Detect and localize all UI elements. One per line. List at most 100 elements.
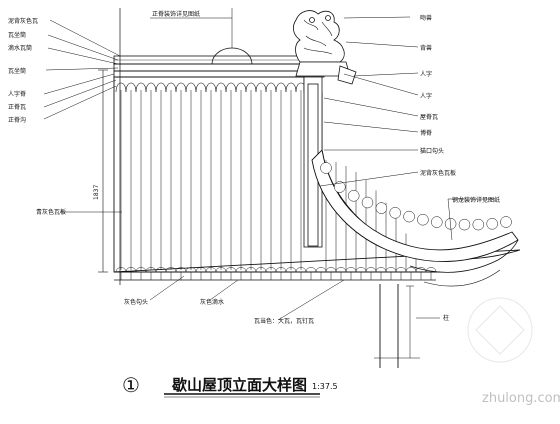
- title-block: ① 歇山屋顶立面大样图 1:37.5: [122, 373, 338, 397]
- eave-cap: [305, 267, 317, 273]
- tile-cap: [245, 82, 257, 93]
- scallop-tile: [500, 216, 512, 228]
- scallop-tile: [403, 210, 415, 223]
- tile-cap: [185, 82, 197, 93]
- scallop-tile: [347, 190, 360, 202]
- tile-cap: [165, 82, 177, 93]
- tile-cap: [265, 82, 277, 93]
- label-left-2: 滴水瓦筒: [8, 44, 32, 52]
- label-right-4: 屋脊瓦: [420, 113, 438, 121]
- eave-cap: [225, 267, 237, 273]
- eave-cap: [195, 267, 207, 273]
- scallop-tile: [472, 218, 485, 231]
- eave-cap: [135, 267, 147, 273]
- label-right-1: 背兽: [420, 44, 432, 52]
- scallop-tile: [334, 181, 346, 193]
- label-right-5: 博脊: [420, 129, 432, 137]
- label-right-2: 人字: [420, 70, 432, 78]
- ridge-beast: [292, 10, 357, 85]
- eave-cap: [385, 267, 397, 273]
- scallop-tile: [361, 196, 374, 209]
- eave-cap: [375, 267, 387, 273]
- tile-cap: [115, 82, 127, 93]
- eave-cap: [405, 267, 417, 273]
- eave-cap: [205, 267, 217, 273]
- tile-cap: [225, 82, 237, 93]
- dimension-vertical: 1837: [93, 185, 100, 200]
- label-board-left: 青灰色瓦板: [36, 208, 66, 216]
- tile-cap: [195, 82, 207, 93]
- eave-cap: [265, 267, 277, 273]
- tile-cap: [155, 82, 167, 93]
- roof-elevation: [43, 8, 521, 398]
- drawing-number: ①: [122, 373, 140, 397]
- drawing-scale: 1:37.5: [312, 382, 338, 391]
- eave-cap: [145, 267, 157, 273]
- ridge-ornament-arc: [211, 47, 253, 65]
- tile-cap: [175, 82, 187, 93]
- scallop-tile: [320, 162, 332, 174]
- eave-ridge-curve: [311, 149, 519, 263]
- eave-cap: [165, 267, 177, 273]
- eave-cap: [275, 267, 287, 273]
- tile-cap: [255, 82, 267, 93]
- tile-cap: [215, 82, 227, 93]
- right-labels: 吻兽 背兽 人字 人字 屋脊瓦 博脊 猫口勾头 泥背灰色瓦板 钢龙装饰详见图纸: [420, 14, 500, 204]
- eave-cap: [215, 267, 227, 273]
- drawing-title: 歇山屋顶立面大样图: [171, 376, 307, 394]
- eave-cap: [395, 267, 407, 273]
- label-bottom-0: 灰色勾头: [124, 298, 148, 306]
- eave-cap: [235, 267, 247, 273]
- eave-cap: [285, 267, 297, 273]
- watermark-text: zhulong.com: [482, 391, 560, 406]
- label-left-6: 正脊沟: [8, 116, 26, 124]
- label-left-5: 正脊瓦: [8, 103, 26, 111]
- tile-cap: [235, 82, 247, 93]
- scallop-tile: [486, 218, 498, 230]
- eave-cap: [175, 267, 187, 273]
- tile-cap: [275, 82, 287, 93]
- corner-eave-sweep: [409, 239, 519, 273]
- eave-tile-ends: [115, 267, 437, 280]
- label-column: 柱: [443, 314, 449, 322]
- label-left-3: 瓦坐筒: [8, 67, 26, 75]
- label-left-1: 瓦坐筒: [8, 31, 26, 39]
- leader-lines: [43, 16, 494, 321]
- label-top-center: 正脊装饰详见图纸: [152, 10, 200, 18]
- scallop-tile: [375, 202, 388, 214]
- tile-cap: [145, 82, 157, 93]
- tile-column-lines: [120, 90, 417, 270]
- tile-cap: [285, 82, 297, 93]
- label-bottom-1: 灰色滴水: [200, 298, 224, 306]
- scallop-tile: [389, 207, 401, 219]
- scallop-tile: [431, 216, 443, 228]
- eave-cap: [365, 267, 377, 273]
- label-right-6: 猫口勾头: [420, 147, 444, 155]
- eave-cap: [115, 267, 127, 273]
- tile-cap: [125, 82, 137, 93]
- label-bottom-2: 瓦当色：大瓦，瓦钉瓦: [254, 317, 314, 325]
- label-right-3: 人字: [420, 92, 432, 100]
- label-left-0: 泥背灰色瓦: [8, 17, 38, 25]
- tile-ridge-caps: [115, 82, 307, 93]
- watermark-logo: [467, 297, 533, 363]
- label-right-8: 钢龙装饰详见图纸: [452, 196, 500, 204]
- column: [374, 284, 420, 368]
- eave-cap: [255, 267, 267, 273]
- eave-cap: [415, 267, 427, 273]
- eave-cap: [355, 267, 367, 273]
- eave-cap: [125, 267, 137, 273]
- label-right-0: 吻兽: [420, 14, 432, 22]
- label-right-7: 泥背灰色瓦板: [420, 169, 456, 177]
- tile-cap: [205, 82, 217, 93]
- eave-cap: [155, 267, 167, 273]
- label-left-4: 人字脊: [8, 90, 26, 98]
- scallop-tile: [417, 213, 429, 226]
- scallop-tile: [458, 218, 471, 231]
- eave-cap: [345, 267, 357, 273]
- eave-cap: [245, 267, 257, 273]
- eave-cap: [335, 267, 347, 273]
- eave-cap: [325, 267, 337, 273]
